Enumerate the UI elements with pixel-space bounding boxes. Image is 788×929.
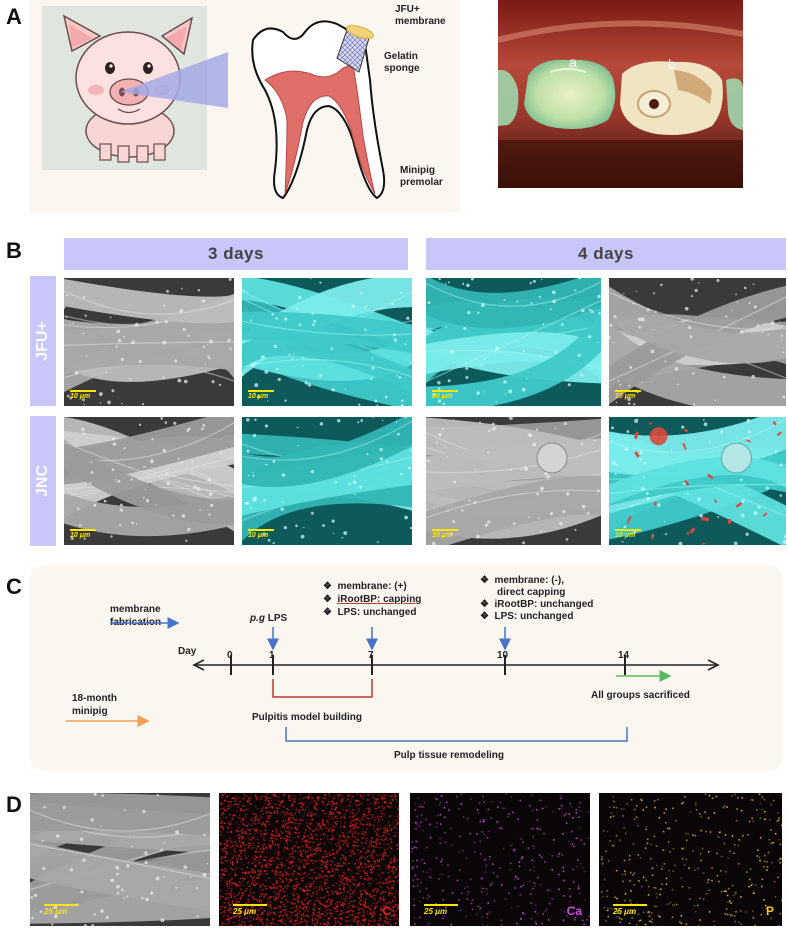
scale-bar: 25 μm [424, 904, 458, 916]
header-3-days: 3 days [64, 238, 408, 270]
eds-map-phosphorus: P 25 μm [599, 793, 782, 926]
scale-bar: 25 μm [44, 904, 78, 916]
timeline-svg [66, 617, 720, 742]
projection-beam [120, 52, 228, 108]
eds-map-calcium: Ca 25 μm [410, 793, 590, 926]
dental-photo: a b [498, 0, 743, 188]
row-label-jnc: JNC [30, 416, 56, 546]
label-gelatin-sponge: Gelatin sponge [384, 51, 420, 74]
panel-letter-d: D [6, 792, 22, 817]
scale-bar: 10 μm [70, 390, 96, 400]
tick-label-10: 10 [497, 650, 509, 661]
day7-note: ❖ LPS: unchanged [323, 607, 417, 618]
day7-note: ❖ iRootBP: capping [323, 594, 422, 605]
eds-map-carbon: C 25 μm [219, 793, 399, 926]
sacrificed-label: All groups sacrificed [591, 690, 690, 701]
sem-jfu-3d-colored: 10 μm [242, 278, 412, 406]
tick-label-7: 7 [368, 650, 374, 661]
scale-bar-label: 10 μm [248, 393, 269, 400]
scale-bar: 25 μm [613, 904, 647, 916]
sem-jnc-3d-sem: 10 μm [64, 417, 234, 545]
scale-bar-label: 25 μm [613, 907, 637, 916]
element-label: C [382, 904, 391, 918]
scale-bar-label: 25 μm [424, 907, 448, 916]
sem-jfu-4d-colored: 10 μm [426, 278, 601, 406]
row-label-jfu: JFU+ [30, 276, 56, 406]
sem-jnc-4d-sem: 10 μm [426, 417, 601, 545]
scale-bar-label: 10 μm [70, 393, 91, 400]
panel-letter-a: A [6, 4, 22, 29]
photo-label-b: b [668, 56, 676, 72]
label-minipig-premolar: Minipig premolar [400, 165, 443, 188]
tick-label-14: 14 [618, 650, 630, 661]
scale-bar: 10 μm [615, 390, 641, 400]
scale-bar-label: 10 μm [432, 393, 453, 400]
tick-label-0: 0 [227, 650, 233, 661]
scale-bar-label: 25 μm [233, 907, 257, 916]
remodeling-label: Pulp tissue remodeling [394, 750, 505, 761]
scale-bar: 10 μm [248, 529, 274, 539]
day10-notes: ❖ membrane: (-), direct capping ❖ iRootB… [480, 575, 593, 623]
scale-bar-label: 10 μm [432, 532, 453, 539]
panel-letter-b: B [6, 238, 22, 263]
pulpitis-label: Pulpitis model building [252, 712, 362, 723]
sem-jfu-3d-sem: 10 μm [64, 278, 234, 406]
remodeling-bracket [285, 727, 628, 742]
day10-note: ❖ iRootBP: unchanged [480, 599, 594, 610]
sem-jfu-4d-sem: 10 μm [609, 278, 786, 406]
sem-jnc-4d-colored: 10 μm [609, 417, 786, 545]
header-4-days: 4 days [426, 238, 786, 270]
scale-bar-label: 10 μm [248, 532, 269, 539]
element-label: Ca [566, 904, 582, 918]
scale-bar: 10 μm [432, 390, 458, 400]
day10-note: ❖ LPS: unchanged [480, 611, 574, 622]
photo-label-a: a [569, 54, 577, 70]
scale-bar-label: 25 μm [44, 907, 68, 916]
scale-bar: 10 μm [248, 390, 274, 400]
tooth-diagram [251, 20, 386, 200]
sem-jnc-3d-colored: 10 μm [242, 417, 412, 545]
day7-note: ❖ membrane: (+) [323, 581, 407, 592]
element-label: P [765, 904, 774, 918]
scale-bar: 10 μm [615, 529, 641, 539]
day10-note: direct capping [497, 587, 566, 598]
day-label: Day [178, 646, 197, 657]
scale-bar-label: 10 μm [70, 532, 91, 539]
scale-bar: 10 μm [70, 529, 96, 539]
eds-sem-image: 25 μm [30, 793, 210, 926]
tick-label-1: 1 [269, 650, 275, 661]
day10-note: ❖ membrane: (-), [480, 575, 564, 586]
pulpitis-bracket [272, 679, 373, 698]
pg-lps-label: p.g LPS [250, 613, 288, 624]
scale-bar-label: 10 μm [615, 532, 636, 539]
minipig-label: 18-month minipig [72, 693, 117, 717]
scale-bar: 25 μm [233, 904, 267, 916]
panel-c-background [30, 565, 782, 771]
scale-bar: 10 μm [432, 529, 458, 539]
panel-letter-c: C [6, 574, 22, 599]
day7-notes: ❖ membrane: (+) ❖ iRootBP: capping ❖ LPS… [323, 580, 421, 619]
label-jfu-membrane: JFU+ membrane [395, 4, 446, 27]
scale-bar-label: 10 μm [615, 393, 636, 400]
